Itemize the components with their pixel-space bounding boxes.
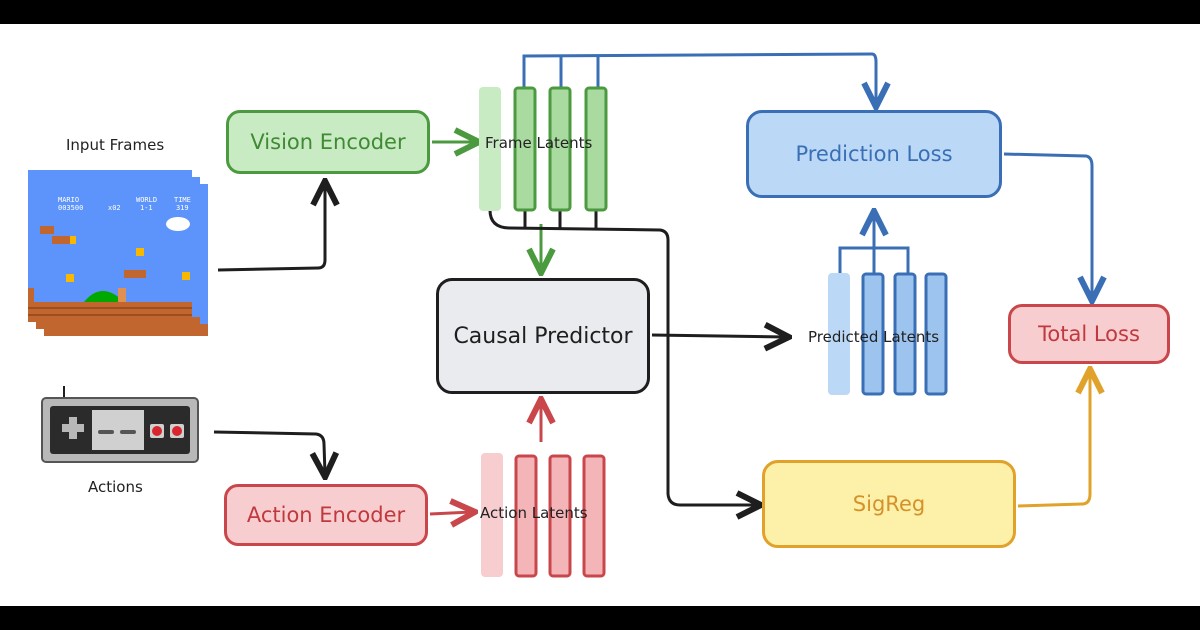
action-latent-bar [514, 454, 538, 578]
action-latent-bar [582, 454, 606, 578]
frame-latent-bar [479, 87, 501, 211]
game-frames-illustration [28, 170, 208, 336]
hud-time: 319 [176, 204, 189, 212]
actions-label: Actions [88, 478, 143, 496]
sigreg-box[interactable]: SigReg [762, 460, 1016, 548]
diagram-canvas: Input Frames [0, 24, 1200, 606]
input-frames-label: Input Frames [66, 136, 165, 154]
action-latent-bar [481, 453, 503, 577]
predicted-latent-bar [828, 273, 850, 395]
vision-encoder-box[interactable]: Vision Encoder [226, 110, 430, 174]
arrow-predictor-to-predicted [651, 335, 786, 337]
action-encoder-box[interactable]: Action Encoder [224, 484, 428, 546]
hud-player: MARIO [58, 196, 80, 204]
frame-latent-bar [548, 86, 572, 212]
frame-latents-to-prediction-loss [522, 52, 876, 104]
hud-world-label: WORLD [136, 196, 158, 204]
frame-latent-bar [584, 86, 608, 212]
frame-latents-stack [479, 86, 608, 212]
hud-coins: x02 [108, 204, 121, 212]
frame-latents-bus [488, 209, 758, 505]
frame-latents-label: Frame Latents [485, 134, 593, 152]
action-latent-bar [548, 454, 572, 578]
action-latents-stack [481, 453, 606, 578]
hud-world: 1-1 [140, 204, 153, 212]
arrow-frames-to-vision-encoder [217, 184, 325, 272]
connectors-layer [213, 52, 1200, 578]
predicted-latent-bar [861, 272, 885, 396]
arrow-action-encoder-to-latents [429, 512, 472, 514]
input-frames-stack: MARIO 003500 x02 WORLD 1-1 TIME 319 [28, 170, 210, 340]
total-loss-box[interactable]: Total Loss [1008, 304, 1170, 364]
predicted-latent-bar [924, 272, 948, 396]
arrow-controller-to-action-encoder [213, 430, 325, 474]
hud-score: 003500 [58, 204, 84, 212]
gamepad-icon [41, 386, 199, 463]
predicted-latent-bar [893, 272, 917, 396]
controller [40, 386, 200, 466]
arrow-sigreg-to-total [1017, 372, 1090, 508]
predicted-latents-stack [828, 272, 948, 396]
frame-latent-bar [513, 86, 537, 212]
predicted-latents-label: Predicted Latents [808, 328, 940, 346]
arrow-prediction-loss-to-total [1003, 152, 1092, 298]
action-latents-label: Action Latents [480, 504, 588, 522]
causal-predictor-box[interactable]: Causal Predictor [436, 278, 650, 394]
prediction-loss-box[interactable]: Prediction Loss [746, 110, 1002, 198]
hud-time-label: TIME [174, 196, 191, 204]
